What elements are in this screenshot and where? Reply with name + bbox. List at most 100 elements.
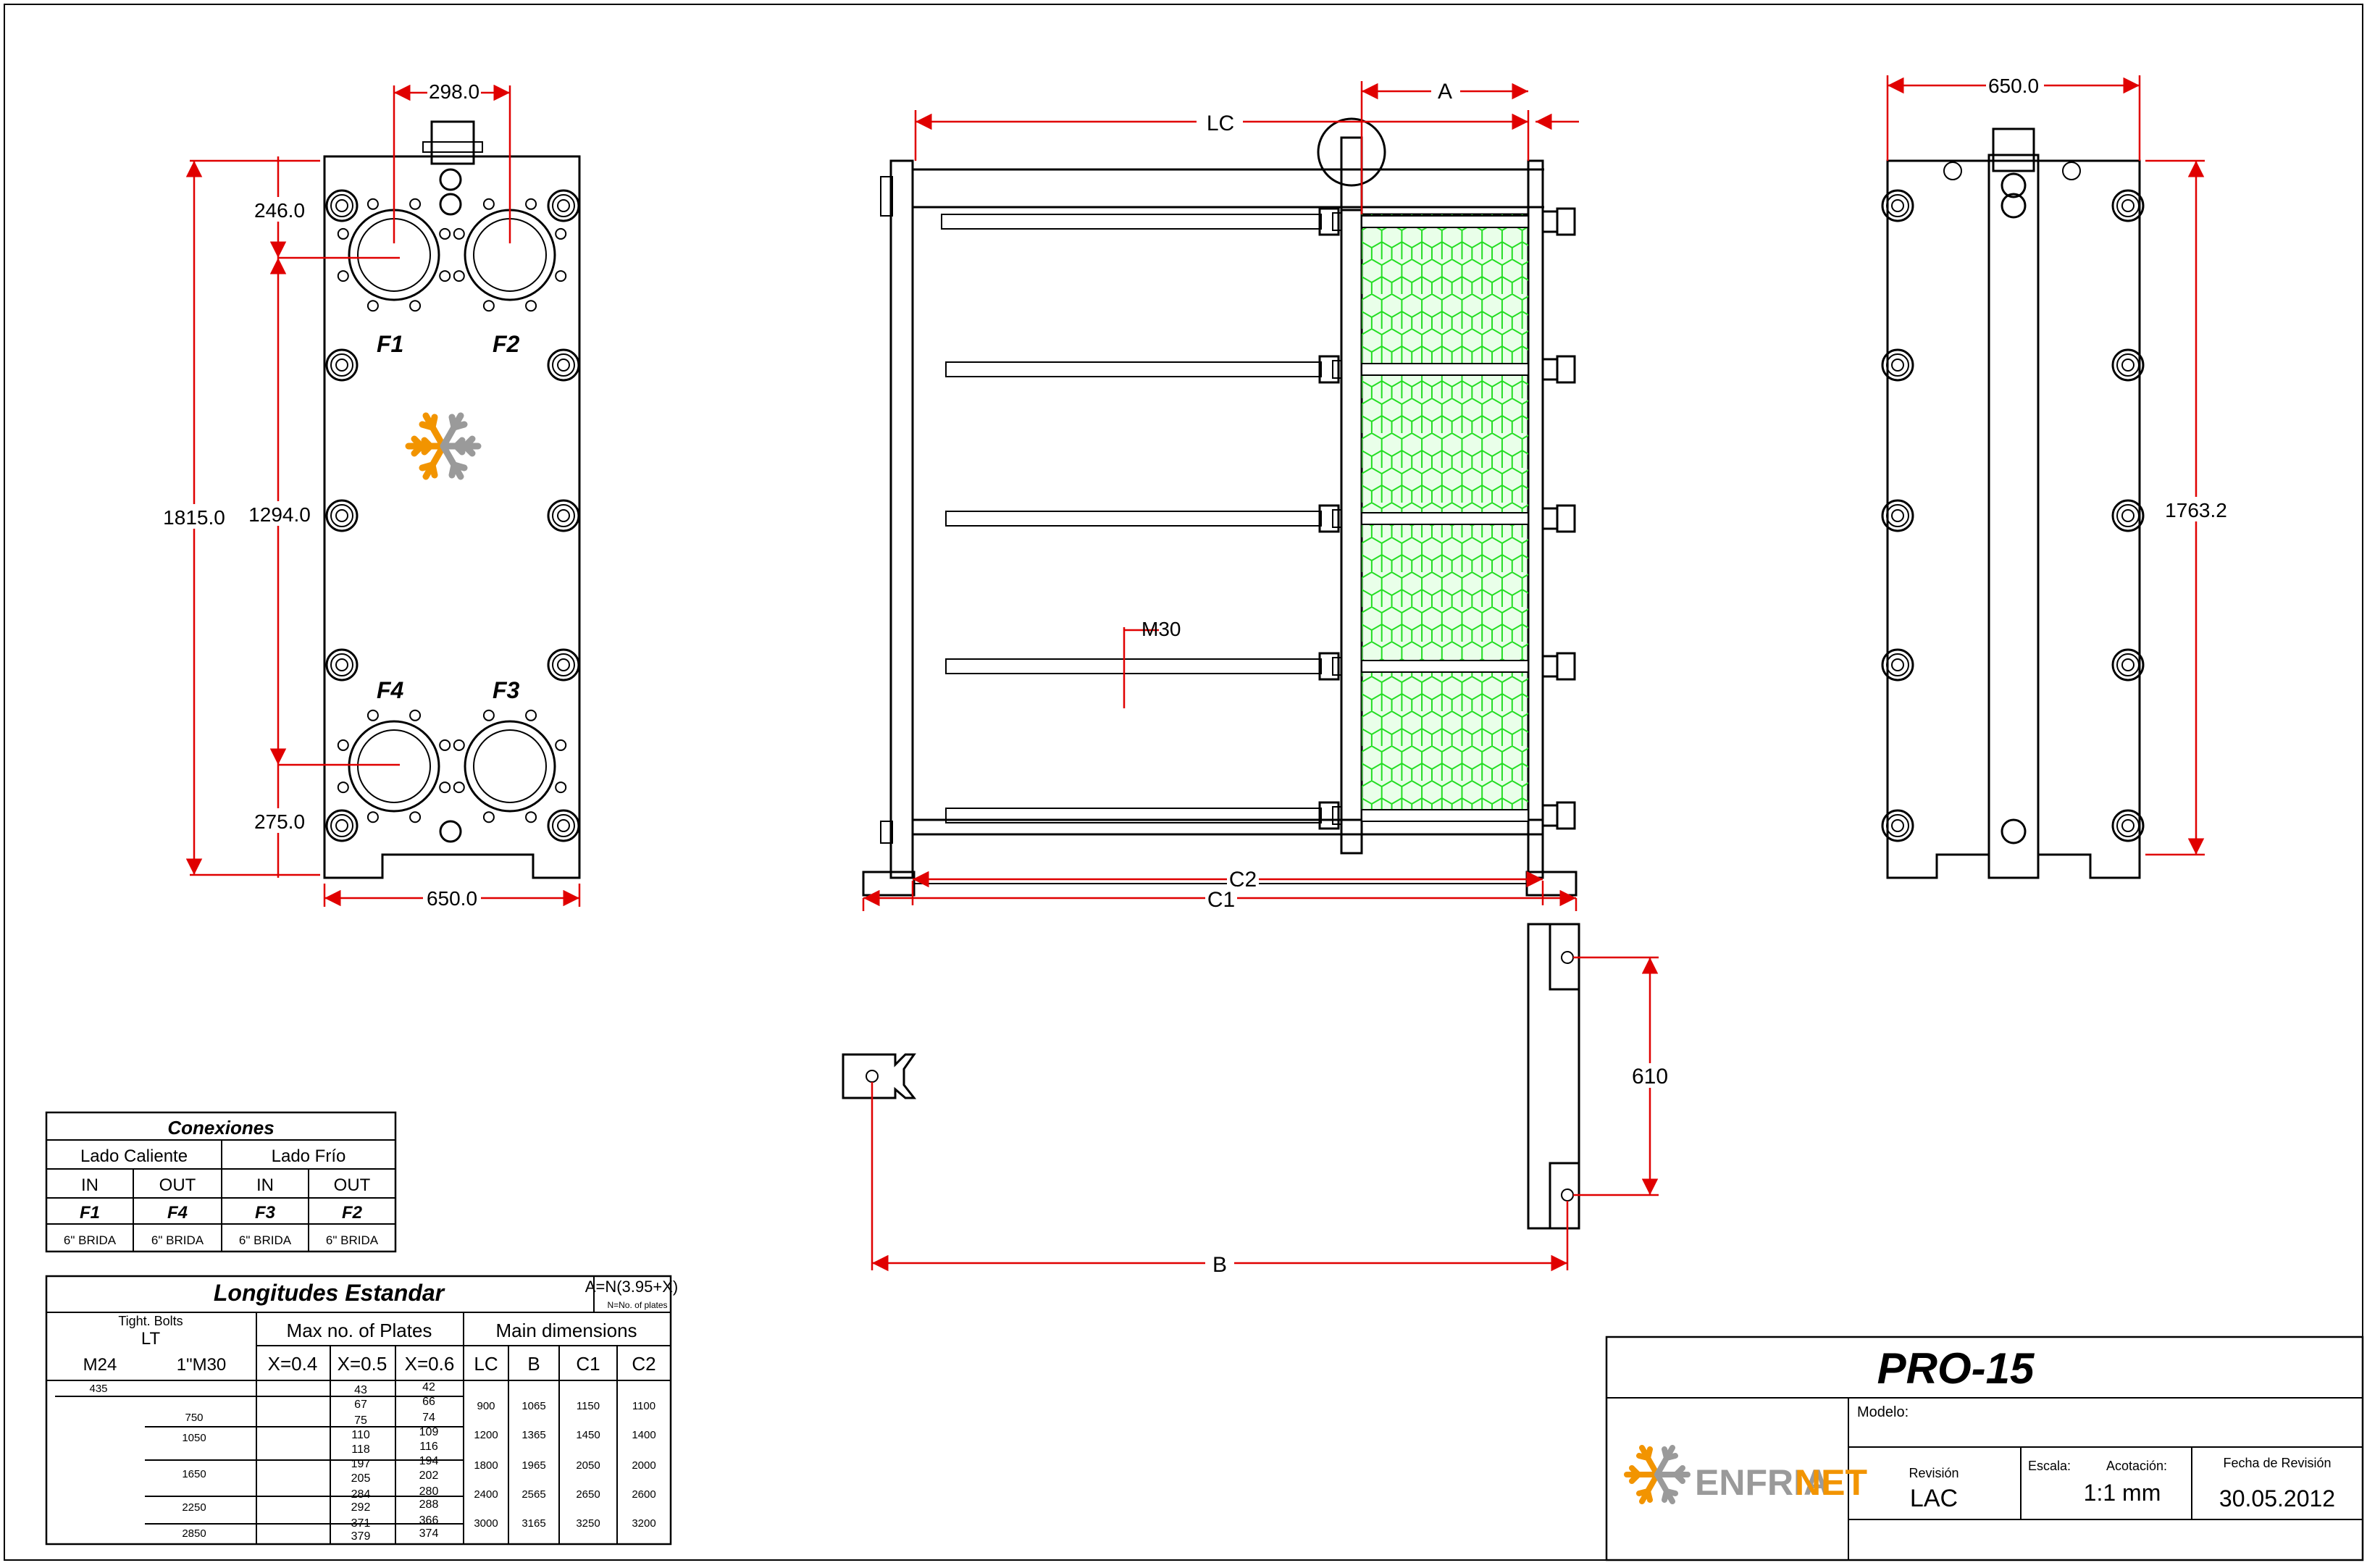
sheet-border [4, 4, 2363, 1561]
dim-1763: 1763.2 [2165, 499, 2227, 521]
longitudes-body: 4357501050165022502850436775110118197205… [55, 1381, 656, 1543]
title-block: PRO-15 Modelo: ENFRIA NET Revisión LAC E… [1605, 1336, 2364, 1561]
conexiones-table: Conexiones Lado Caliente Lado Frío IN OU… [45, 1111, 397, 1253]
bolt-icon [325, 809, 359, 842]
lt-x06-value: 74 [422, 1412, 435, 1424]
conexiones-size: 6" BRIDA [151, 1233, 204, 1247]
port-flange [337, 709, 451, 823]
lt-x05-value: 118 [351, 1443, 370, 1456]
foot-detail: 610 B [842, 923, 1670, 1277]
lt-x06-value: 66 [422, 1396, 435, 1408]
conexiones-port: F1 [80, 1203, 100, 1223]
conexiones-size: 6" BRIDA [239, 1233, 292, 1247]
lt-lc-value: 3000 [474, 1517, 498, 1530]
front-view: F1 F2 F4 F3 298.0 [156, 78, 581, 910]
lt-x06-value: 280 [419, 1485, 439, 1498]
bolt-icon [547, 648, 580, 682]
lt-x05-value: 75 [354, 1414, 367, 1427]
conexiones-title: Conexiones [167, 1117, 274, 1139]
back-dimensions: 650.0 1763.2 [1886, 72, 2231, 856]
lt-m30-value: 1050 [182, 1432, 206, 1444]
conexiones-header: IN [81, 1175, 99, 1195]
lt-m30-value: 2850 [182, 1527, 206, 1540]
lt-m30-value: 2250 [182, 1501, 206, 1514]
lt-b-value: 3165 [521, 1517, 545, 1530]
conexiones-port: F3 [255, 1203, 276, 1223]
col-x06: X=0.6 [405, 1353, 455, 1375]
conexiones-size: 6" BRIDA [326, 1233, 379, 1247]
bolt-icon [2111, 809, 2145, 842]
lt-m24-value: 435 [89, 1383, 107, 1395]
lt-m30-value: 1650 [182, 1468, 206, 1480]
lt-lc-value: 900 [477, 1400, 495, 1412]
dim-m30: M30 [1141, 618, 1181, 640]
back-view: 650.0 1763.2 [1881, 72, 2231, 879]
bolt-icon [2111, 189, 2145, 222]
tie-bolt [945, 652, 1576, 681]
main-dims-label: Main dimensions [495, 1320, 637, 1341]
dim-lc: LC [1207, 112, 1234, 135]
port-label-f3: F3 [493, 677, 520, 703]
dim-a: A [1438, 80, 1452, 104]
lt-c2-value: 2600 [632, 1488, 655, 1501]
conexiones-port: F4 [167, 1203, 188, 1223]
front-dimensions: 298.0 1815.0 1294.0 246.0 275.0 650.0 [156, 78, 581, 910]
enfrianet-logo-icon [1624, 1445, 1691, 1504]
front-top-bracket-base [422, 141, 483, 153]
cold-side-label: Lado Frío [272, 1146, 346, 1166]
col-m24: M24 [83, 1355, 117, 1375]
fecha-label: Fecha de Revisión [2223, 1456, 2331, 1470]
max-plates-label: Max no. of Plates [287, 1320, 432, 1341]
lt-x06-value: 202 [419, 1470, 439, 1482]
lt-lc-value: 1200 [474, 1429, 498, 1441]
dim-610: 610 [1632, 1065, 1668, 1089]
bolt-icon [2111, 648, 2145, 682]
lt-x05-value: 67 [354, 1399, 367, 1411]
dim-298: 298.0 [429, 80, 479, 103]
dim-1815: 1815.0 [163, 506, 225, 529]
side-tie-bolts [941, 207, 1576, 830]
lt-x06-value: 366 [419, 1514, 439, 1527]
tie-bolt [945, 355, 1576, 384]
dim-275: 275.0 [254, 810, 305, 833]
front-bolts [325, 189, 580, 842]
tight-bolts-label: Tight. Bolts [118, 1314, 183, 1328]
escala-label: Escala: [2028, 1459, 2071, 1473]
brand-net: NET [1795, 1462, 1867, 1503]
lt-x05-value: 292 [351, 1501, 371, 1514]
bolt-icon [2111, 499, 2145, 532]
longitudes-title: Longitudes Estandar [214, 1280, 445, 1306]
bolt-icon [547, 499, 580, 532]
lt-x06-value: 42 [422, 1381, 435, 1393]
model-name: PRO-15 [1877, 1344, 2035, 1393]
lt-c2-value: 2000 [632, 1459, 655, 1472]
conexiones-port: F2 [342, 1203, 363, 1223]
scale-value: 1:1 mm [2084, 1480, 2161, 1506]
bolt-icon [325, 499, 359, 532]
brand-enfria: ENFRIA [1695, 1462, 1830, 1503]
front-hole [439, 193, 462, 216]
bolt-icon [1881, 189, 1914, 222]
bolt-icon [1881, 648, 1914, 682]
lt-c1-value: 1450 [576, 1429, 600, 1441]
side-pressure-plate [1340, 209, 1363, 855]
col-m30: 1"M30 [177, 1355, 227, 1375]
conexiones-header: OUT [159, 1175, 196, 1195]
lt-x06-value: 194 [419, 1455, 439, 1467]
snowflake-logo-icon [405, 412, 482, 480]
lt-x06-value: 109 [419, 1426, 439, 1438]
side-view: LC A M30 C2 C1 [842, 78, 1670, 1277]
lt-m30-value: 750 [185, 1412, 203, 1424]
modelo-label: Modelo: [1857, 1404, 1909, 1420]
port-flange [453, 709, 567, 823]
tie-bolt [945, 801, 1576, 830]
revision-value: LAC [1910, 1485, 1958, 1512]
col-c1: C1 [576, 1353, 600, 1375]
lt-c1-value: 2050 [576, 1459, 600, 1472]
col-c2: C2 [632, 1353, 655, 1375]
bolt-icon [1881, 348, 1914, 382]
back-frame-outline [1886, 159, 2141, 879]
front-hole [439, 168, 462, 191]
dim-1294: 1294.0 [248, 503, 311, 526]
conexiones-header: OUT [334, 1175, 371, 1195]
